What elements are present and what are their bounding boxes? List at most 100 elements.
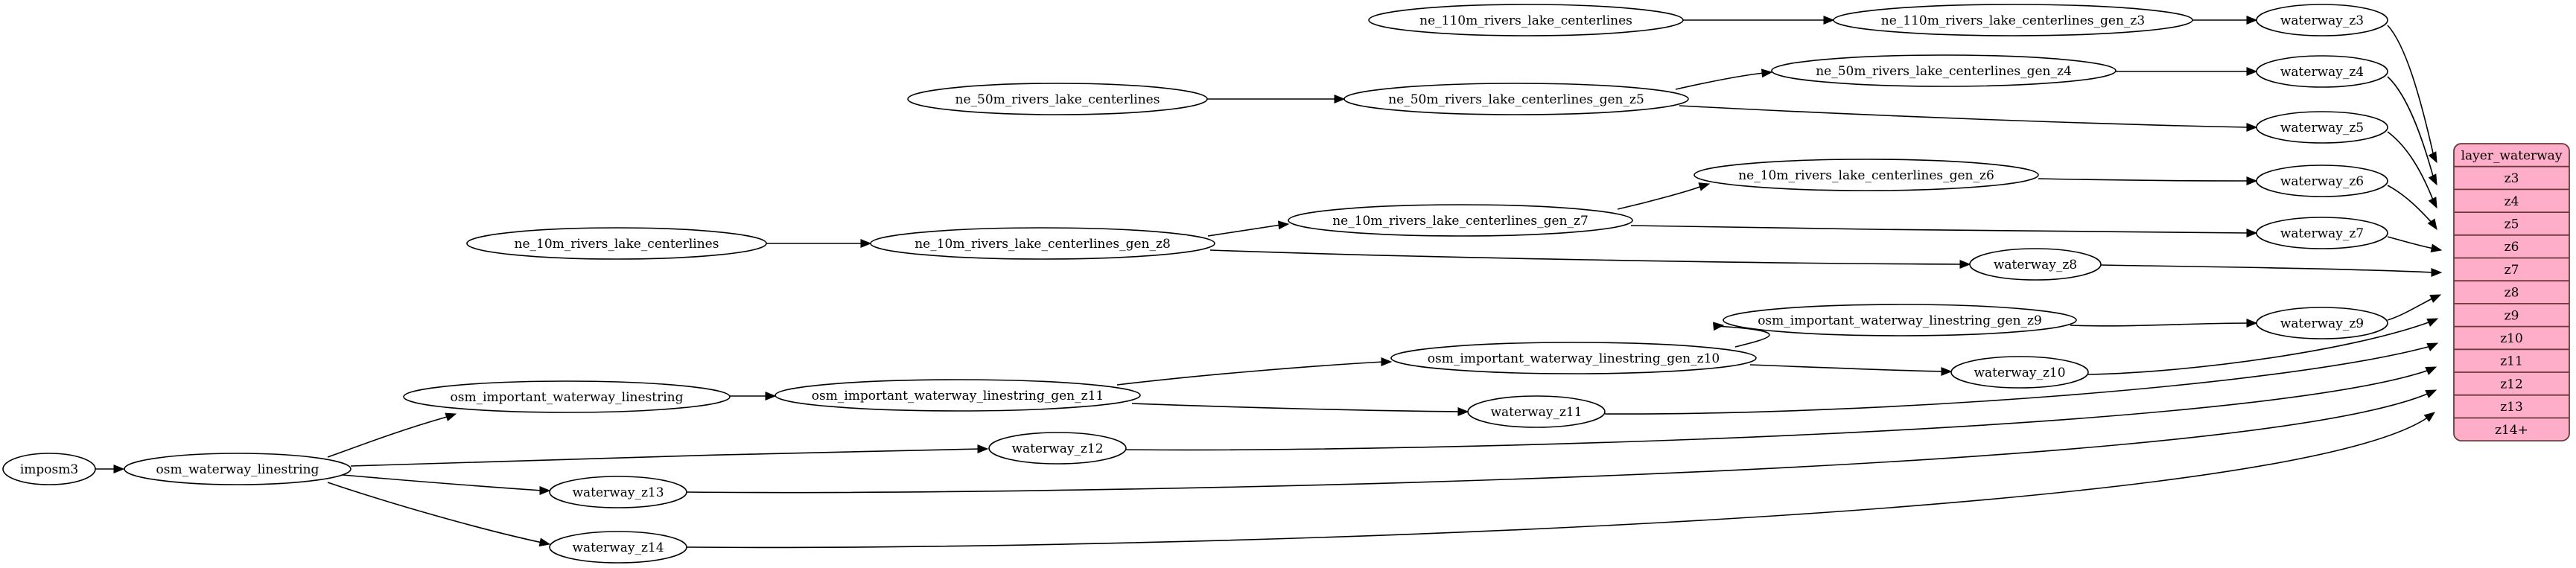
edge-line: [2387, 25, 2435, 157]
edge-line: [686, 416, 2429, 549]
node-osm_important_waterway_linestring_gen_z10[interactable]: osm_important_waterway_linestring_gen_z1…: [1390, 342, 1757, 374]
table-row-z3[interactable]: z3: [2505, 171, 2519, 186]
edge-line: [327, 482, 543, 543]
node-waterway_z4[interactable]: waterway_z4: [2256, 55, 2388, 88]
node-waterway_z10[interactable]: waterway_z10: [1950, 356, 2089, 389]
edge-imposm3-to-osm_waterway_linestring: [95, 465, 125, 473]
table-row-z8[interactable]: z8: [2505, 286, 2519, 301]
edge-ne_10m_rivers_lake_centerlines_gen_z6-to-waterway_z6: [2038, 176, 2258, 185]
node-waterway_z11[interactable]: waterway_z11: [1467, 395, 1606, 428]
node-ne_10m_rivers_lake_centerlines_gen_z7[interactable]: ne_10m_rivers_lake_centerlines_gen_z7: [1288, 204, 1633, 237]
edge-line: [2387, 185, 2435, 226]
arrow-head-icon: [1457, 407, 1469, 416]
edge-waterway_z3-to-table_z3: [2387, 25, 2437, 164]
edge-line: [2038, 178, 2250, 182]
node-waterway_z9[interactable]: waterway_z9: [2256, 307, 2388, 339]
table-row-z10[interactable]: z10: [2500, 331, 2523, 346]
table-row-z14+[interactable]: z14+: [2495, 423, 2528, 438]
node-imposm3[interactable]: imposm3: [2, 453, 96, 485]
node-label: osm_important_waterway_linestring: [451, 390, 684, 405]
arrow-head-icon: [977, 444, 989, 453]
node-shape: [1343, 83, 1689, 115]
node-label: waterway_z5: [2280, 121, 2364, 135]
node-shape: [1694, 159, 2039, 191]
table-row-z9[interactable]: z9: [2505, 308, 2519, 323]
edge-osm_important_waterway_linestring_gen_z10-to-osm_important_waterway_linestring_gen_z9: [1712, 322, 1770, 348]
arrow-head-icon: [1959, 260, 1971, 269]
arrow-head-icon: [1823, 16, 1835, 25]
edge-ne_10m_rivers_lake_centerlines_gen_z7-to-waterway_z7: [1630, 225, 2258, 237]
edges-layer: [95, 16, 2443, 549]
arrow-head-icon: [2246, 123, 2258, 132]
node-osm_important_waterway_linestring_gen_z9[interactable]: osm_important_waterway_linestring_gen_z9: [1723, 304, 2077, 336]
edge-waterway_z4-to-table_z4: [2387, 76, 2437, 186]
node-waterway_z5[interactable]: waterway_z5: [2256, 111, 2388, 144]
node-osm_important_waterway_linestring_gen_z11[interactable]: osm_important_waterway_linestring_gen_z1…: [775, 379, 1141, 412]
table-row-z12[interactable]: z12: [2500, 377, 2523, 392]
node-ne_50m_rivers_lake_centerlines[interactable]: ne_50m_rivers_lake_centerlines: [907, 83, 1208, 115]
arrow-head-icon: [2429, 294, 2442, 303]
node-waterway_z3[interactable]: waterway_z3: [2256, 4, 2388, 36]
node-waterway_z6[interactable]: waterway_z6: [2256, 165, 2388, 197]
arrow-head-icon: [2246, 176, 2258, 185]
node-waterway_z8[interactable]: waterway_z8: [1969, 248, 2102, 281]
edge-waterway_z7-to-table_z7: [2387, 236, 2443, 253]
node-waterway_z12[interactable]: waterway_z12: [988, 432, 1127, 465]
node-shape: [907, 83, 1208, 115]
edge-ne_10m_rivers_lake_centerlines-to-ne_10m_rivers_lake_centerlines_gen_z8: [766, 239, 872, 248]
node-osm_important_waterway_linestring[interactable]: osm_important_waterway_linestring: [403, 380, 731, 413]
edge-line: [327, 416, 448, 458]
node-label: waterway_z9: [2280, 316, 2364, 331]
node-waterway_z13[interactable]: waterway_z13: [549, 476, 687, 508]
node-ne_110m_rivers_lake_centerlines_gen_z3[interactable]: ne_110m_rivers_lake_centerlines_gen_z3: [1833, 4, 2193, 36]
table-row-z13[interactable]: z13: [2500, 400, 2523, 415]
arrow-head-icon: [2246, 16, 2258, 25]
arrow-head-icon: [765, 392, 777, 401]
node-ne_10m_rivers_lake_centerlines[interactable]: ne_10m_rivers_lake_centerlines: [466, 227, 767, 260]
node-osm_waterway_linestring[interactable]: osm_waterway_linestring: [124, 453, 352, 485]
node-ne_50m_rivers_lake_centerlines_gen_z4[interactable]: ne_50m_rivers_lake_centerlines_gen_z4: [1771, 54, 2117, 87]
arrow-head-icon: [1698, 182, 1711, 191]
node-ne_110m_rivers_lake_centerlines[interactable]: ne_110m_rivers_lake_centerlines: [1368, 4, 1684, 36]
table-row-z6[interactable]: z6: [2505, 240, 2519, 255]
node-shape: [775, 379, 1141, 412]
edge-line: [1675, 72, 1765, 90]
node-label: ne_110m_rivers_lake_centerlines: [1419, 13, 1632, 28]
node-ne_10m_rivers_lake_centerlines_gen_z8[interactable]: ne_10m_rivers_lake_centerlines_gen_z8: [870, 227, 1215, 260]
node-waterway_z7[interactable]: waterway_z7: [2256, 217, 2388, 249]
edge-line: [342, 474, 543, 491]
node-shape: [870, 227, 1215, 260]
node-shape: [1950, 356, 2089, 389]
edge-osm_important_waterway_linestring_gen_z10-to-waterway_z10: [1749, 364, 1953, 376]
node-label: waterway_z6: [2280, 174, 2364, 189]
edge-ne_50m_rivers_lake_centerlines-to-ne_50m_rivers_lake_centerlines_gen_z5: [1207, 95, 1346, 103]
table-row-z4[interactable]: z4: [2505, 194, 2519, 209]
node-label: ne_10m_rivers_lake_centerlines: [515, 237, 719, 252]
edge-ne_110m_rivers_lake_centerlines_gen_z3-to-waterway_z3: [2192, 16, 2258, 25]
edge-osm_important_waterway_linestring_gen_z11-to-waterway_z11: [1131, 403, 1469, 416]
arrow-head-icon: [2431, 268, 2443, 277]
edge-line: [1679, 105, 2250, 128]
table-row-z5[interactable]: z5: [2505, 217, 2519, 232]
node-shape: [1368, 4, 1684, 36]
table-row-z7[interactable]: z7: [2505, 263, 2519, 278]
edge-line: [1604, 345, 2432, 415]
edge-waterway_z10-to-table_z10: [2087, 318, 2439, 375]
arrow-head-icon: [2426, 342, 2439, 351]
node-label: waterway_z7: [2280, 226, 2364, 241]
arrow-head-icon: [1381, 357, 1393, 366]
node-ne_50m_rivers_lake_centerlines_gen_z5[interactable]: ne_50m_rivers_lake_centerlines_gen_z5: [1343, 83, 1689, 115]
node-ne_10m_rivers_lake_centerlines_gen_z6[interactable]: ne_10m_rivers_lake_centerlines_gen_z6: [1694, 159, 2039, 191]
edge-line: [350, 448, 981, 467]
node-waterway_z14[interactable]: waterway_z14: [549, 531, 687, 564]
node-label: imposm3: [20, 462, 78, 477]
edge-line: [1715, 325, 1770, 348]
node-label: osm_important_waterway_linestring_gen_z9: [1758, 313, 2042, 328]
arrow-head-icon: [1334, 95, 1346, 103]
edge-line: [1125, 369, 2430, 451]
edge-ne_50m_rivers_lake_centerlines_gen_z5-to-ne_50m_rivers_lake_centerlines_gen_z4: [1675, 68, 1773, 90]
node-shape: [1723, 304, 2077, 336]
table-row-z11[interactable]: z11: [2500, 354, 2523, 369]
node-label: osm_waterway_linestring: [156, 462, 319, 477]
